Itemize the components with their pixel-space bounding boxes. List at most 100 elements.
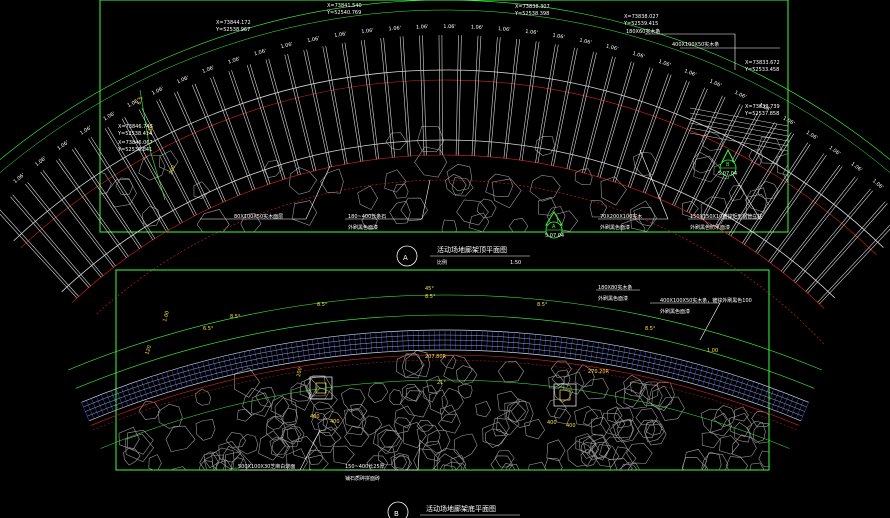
paving-stone — [400, 390, 431, 418]
rafter — [194, 83, 241, 196]
paving-stone — [367, 382, 389, 403]
coord-x: X=73846.067 — [118, 140, 153, 146]
paving-stone — [490, 455, 513, 470]
plan-b-leaders — [240, 289, 721, 471]
rafter — [645, 81, 690, 194]
plan-b-frame — [115, 269, 770, 471]
rafter — [757, 155, 827, 254]
coord-x: X=73833.672 — [745, 60, 780, 66]
paving-stone — [506, 463, 520, 470]
paving-stone — [492, 417, 510, 437]
note-label: 150X150X10镀锌矩形钢管立柱 — [690, 213, 762, 220]
dim-label: 1.06' — [307, 36, 320, 44]
section-callout-b: B 5.07.04 — [718, 148, 737, 177]
paving-stone — [497, 390, 521, 412]
paving-stone — [414, 146, 448, 178]
rafter — [287, 53, 317, 171]
dim-label: 8.5° — [317, 302, 328, 308]
dim-label: 1.06' — [471, 25, 484, 31]
paving-stone — [344, 425, 370, 447]
paving-stone — [395, 352, 425, 378]
rafter — [441, 34, 443, 156]
paving-stone — [393, 183, 409, 199]
dim-label: 1.06' — [733, 90, 747, 101]
post-footing — [553, 383, 577, 407]
rafter — [535, 44, 556, 163]
paving-stone — [286, 426, 305, 443]
plan-b-grid — [81, 329, 809, 421]
paving-stone — [269, 436, 289, 455]
paving-stone — [496, 410, 520, 436]
paving-stone — [340, 387, 366, 413]
paving-stone — [127, 429, 154, 455]
paving-stone — [658, 396, 685, 421]
paving-stone — [400, 197, 428, 222]
paving-stone — [433, 448, 465, 470]
paving-stone — [157, 403, 183, 429]
coord-x: X=73838.307 — [515, 4, 550, 10]
paving-stone — [282, 407, 298, 426]
paving-stone — [608, 457, 633, 470]
paving-stone — [482, 421, 509, 447]
paving-stone — [123, 447, 141, 466]
paving-stone — [199, 452, 220, 470]
rafter — [156, 100, 209, 210]
rafter — [141, 107, 197, 216]
rafter — [793, 188, 871, 282]
paving-stone — [320, 168, 344, 194]
rafter — [341, 42, 361, 162]
rafter — [553, 48, 578, 166]
paving-stone — [600, 176, 627, 206]
paving-stone — [620, 463, 638, 470]
plan-b-title-block: B 活动场地廊架底平面图 — [387, 501, 520, 518]
paving-stone — [701, 451, 722, 470]
paving-stone — [731, 434, 757, 458]
dim-label: 1.06' — [758, 102, 772, 113]
paving-stone — [426, 430, 451, 454]
note-label: 180X80实木条 — [598, 284, 632, 291]
rafter — [657, 87, 705, 199]
coord-y: Y=52539.415 — [623, 21, 658, 27]
paving-stone — [165, 425, 196, 453]
plan-b-posts — [309, 376, 577, 407]
paving-stone — [507, 398, 534, 428]
paving-stone — [285, 448, 308, 470]
rafter — [121, 118, 181, 224]
paving-stone — [428, 389, 449, 415]
rafter — [107, 126, 169, 231]
paving-stone — [265, 415, 286, 441]
drawing-marker-letter: B — [394, 510, 399, 518]
paving-stone — [312, 431, 336, 454]
note-label: 400X100X50实木条 — [672, 41, 719, 48]
rafter — [568, 52, 597, 170]
angle-label: 21° — [437, 380, 446, 386]
paving-stone — [524, 418, 545, 440]
rafter — [805, 201, 886, 292]
rafter — [0, 209, 79, 297]
paving-stone — [701, 432, 721, 449]
paving-stone — [451, 177, 474, 197]
rafter — [566, 51, 594, 169]
paving-stone — [203, 451, 221, 469]
paving-stone — [616, 418, 635, 439]
paving-stone — [591, 416, 611, 437]
paving-stone — [393, 455, 412, 470]
dim-label: 8.5° — [230, 314, 241, 320]
rafter — [58, 158, 129, 257]
grid-slat — [87, 344, 803, 417]
paving-stone — [401, 353, 424, 379]
dim-label: 130 — [146, 125, 155, 136]
paving-stone — [308, 454, 329, 470]
paving-stone — [288, 167, 318, 195]
note-label: 铺石质碎拼面砖 — [345, 475, 380, 482]
callout-letter: B — [726, 162, 730, 168]
note-label: 外刷黑色防水面漆 — [690, 224, 730, 231]
paving-stone — [600, 412, 626, 437]
dim-label: 45° — [425, 286, 434, 292]
paving-stone — [280, 427, 300, 448]
paving-stone — [258, 430, 286, 461]
paving-stone — [613, 407, 634, 429]
paving-stone — [758, 180, 779, 200]
rafter — [268, 58, 301, 175]
callout-letter: A — [552, 224, 556, 230]
